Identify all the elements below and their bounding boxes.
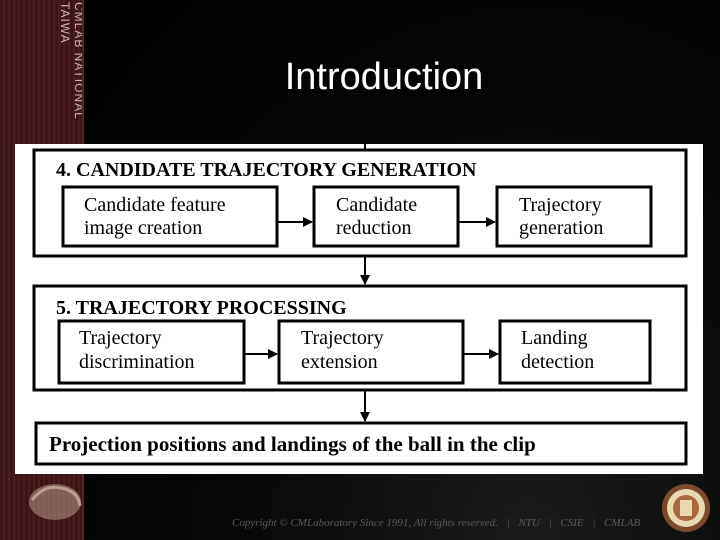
university-seal-icon xyxy=(660,482,712,534)
footer-link-csie[interactable]: CSIE xyxy=(560,517,584,529)
footer-link-ntu[interactable]: NTU xyxy=(518,517,540,529)
box-trajectory-extension-line2: extension xyxy=(301,351,378,373)
box-landing-detection xyxy=(498,319,652,385)
box-candidate-feature xyxy=(61,185,279,248)
footer-copyright: Copyright © CMLaboratory Since 1991, All… xyxy=(232,517,498,529)
output-text: Projection positions and landings of the… xyxy=(49,432,536,456)
box-trajectory-discrimination xyxy=(57,319,246,385)
section-5-frame xyxy=(32,284,688,392)
box-candidate-reduction-line2: reduction xyxy=(336,217,412,239)
box-candidate-feature-line2: image creation xyxy=(84,217,202,239)
decorative-hand-image xyxy=(20,470,90,530)
footer: Copyright © CMLaboratory Since 1991, All… xyxy=(232,517,640,529)
box-trajectory-discrimination-line2: discrimination xyxy=(79,351,195,373)
footer-separator: | xyxy=(506,517,510,529)
output-box xyxy=(34,421,688,466)
box-trajectory-extension xyxy=(277,319,465,385)
box-trajectory-generation-line2: generation xyxy=(519,217,603,239)
slide-title: Introduction xyxy=(284,56,484,98)
section-4-title: 4. CANDIDATE TRAJECTORY GENERATION xyxy=(56,159,477,181)
box-trajectory-extension-line1: Trajectory xyxy=(301,327,384,349)
box-candidate-reduction-line1: Candidate xyxy=(336,194,417,216)
box-candidate-feature-line1: Candidate feature xyxy=(84,194,226,216)
box-trajectory-generation-line1: Trajectory xyxy=(519,194,602,216)
box-trajectory-generation xyxy=(495,185,653,248)
box-landing-detection-line2: detection xyxy=(521,351,594,373)
section-5-title: 5. TRAJECTORY PROCESSING xyxy=(56,297,347,319)
box-candidate-reduction xyxy=(312,185,460,248)
footer-separator: | xyxy=(592,517,596,529)
footer-separator: | xyxy=(548,517,552,529)
pipeline-diagram: 4. CANDIDATE TRAJECTORY GENERATION Candi… xyxy=(15,144,703,474)
sidebar-lab-name: CMLAB NATIONAL TAIWA xyxy=(58,2,86,120)
box-trajectory-discrimination-line1: Trajectory xyxy=(79,327,162,349)
section-4-frame xyxy=(32,148,688,258)
box-landing-detection-line1: Landing xyxy=(521,327,588,349)
footer-link-cmlab[interactable]: CMLAB xyxy=(604,517,641,529)
